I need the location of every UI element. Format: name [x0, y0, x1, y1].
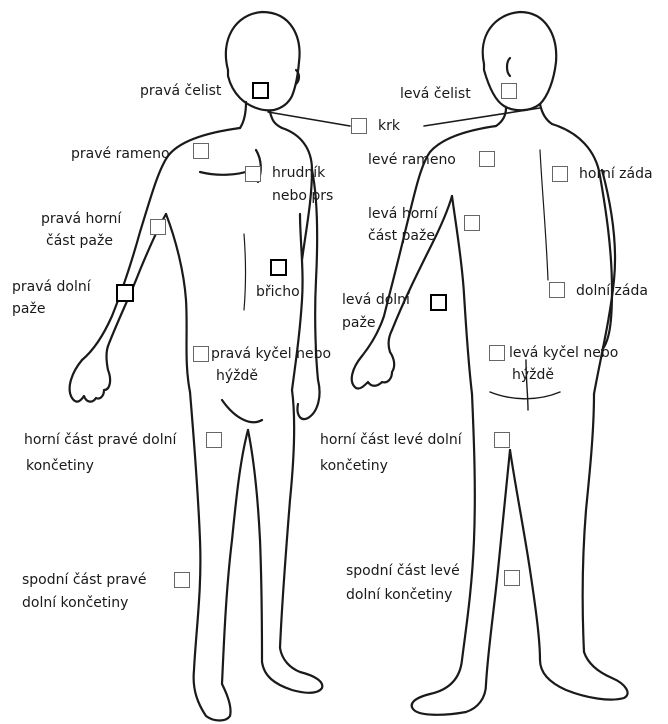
checkbox-chest[interactable] [245, 166, 261, 182]
checkbox-right-jaw[interactable] [252, 82, 269, 99]
checkbox-right-lower-leg[interactable] [174, 572, 190, 588]
label-abdomen: břicho [256, 281, 300, 303]
label-left-upper-arm-1: levá horní [368, 203, 438, 225]
label-left-shoulder: levé rameno [368, 149, 456, 171]
label-left-lower-arm-1: levá dolní [342, 289, 410, 311]
label-left-hip-2: hýždě [512, 364, 554, 386]
label-right-jaw: pravá čelist [140, 80, 221, 102]
checkbox-right-lower-arm[interactable] [116, 284, 134, 302]
label-lower-back: dolní záda [576, 280, 648, 302]
label-right-lower-arm-1: pravá dolní [12, 276, 91, 298]
label-right-shoulder: pravé rameno [71, 143, 170, 165]
label-left-lower-arm-2: paže [342, 312, 375, 334]
checkbox-left-jaw[interactable] [501, 83, 517, 99]
label-right-lower-leg-2: dolní končetiny [22, 592, 128, 614]
checkbox-lower-back[interactable] [549, 282, 565, 298]
checkbox-left-upper-arm[interactable] [464, 215, 480, 231]
checkbox-right-upper-leg[interactable] [206, 432, 222, 448]
label-right-lower-leg-1: spodní část pravé [22, 569, 146, 591]
checkbox-left-upper-leg[interactable] [494, 432, 510, 448]
checkbox-upper-back[interactable] [552, 166, 568, 182]
label-chest-1: hrudník [272, 162, 325, 184]
label-upper-back: horní záda [579, 163, 653, 185]
label-left-upper-leg-2: končetiny [320, 455, 388, 477]
checkbox-left-shoulder[interactable] [479, 151, 495, 167]
label-left-hip-1: levá kyčel nebo [509, 342, 618, 364]
label-neck: krk [378, 115, 400, 137]
checkbox-left-lower-arm[interactable] [430, 294, 447, 311]
checkbox-left-lower-leg[interactable] [504, 570, 520, 586]
front-figure [70, 12, 323, 721]
label-right-hip-1: pravá kyčel nebo [211, 343, 331, 365]
label-right-lower-arm-2: paže [12, 298, 45, 320]
label-right-hip-2: hýždě [216, 365, 258, 387]
label-right-upper-leg-1: horní část pravé dolní [24, 429, 176, 451]
label-left-lower-leg-1: spodní část levé [346, 560, 460, 582]
label-left-upper-leg-1: horní část levé dolní [320, 429, 462, 451]
label-left-lower-leg-2: dolní končetiny [346, 584, 452, 606]
checkbox-right-hip[interactable] [193, 346, 209, 362]
checkbox-neck[interactable] [351, 118, 367, 134]
label-left-jaw: levá čelist [400, 83, 471, 105]
checkbox-right-shoulder[interactable] [193, 143, 209, 159]
label-right-upper-arm-1: pravá horní [41, 208, 121, 230]
checkbox-abdomen[interactable] [270, 259, 287, 276]
label-right-upper-arm-2: část paže [46, 230, 113, 252]
checkbox-right-upper-arm[interactable] [150, 219, 166, 235]
label-right-upper-leg-2: končetiny [26, 455, 94, 477]
label-chest-2: nebo prs [272, 185, 333, 207]
checkbox-left-hip[interactable] [489, 345, 505, 361]
label-left-upper-arm-2: část paže [368, 225, 435, 247]
